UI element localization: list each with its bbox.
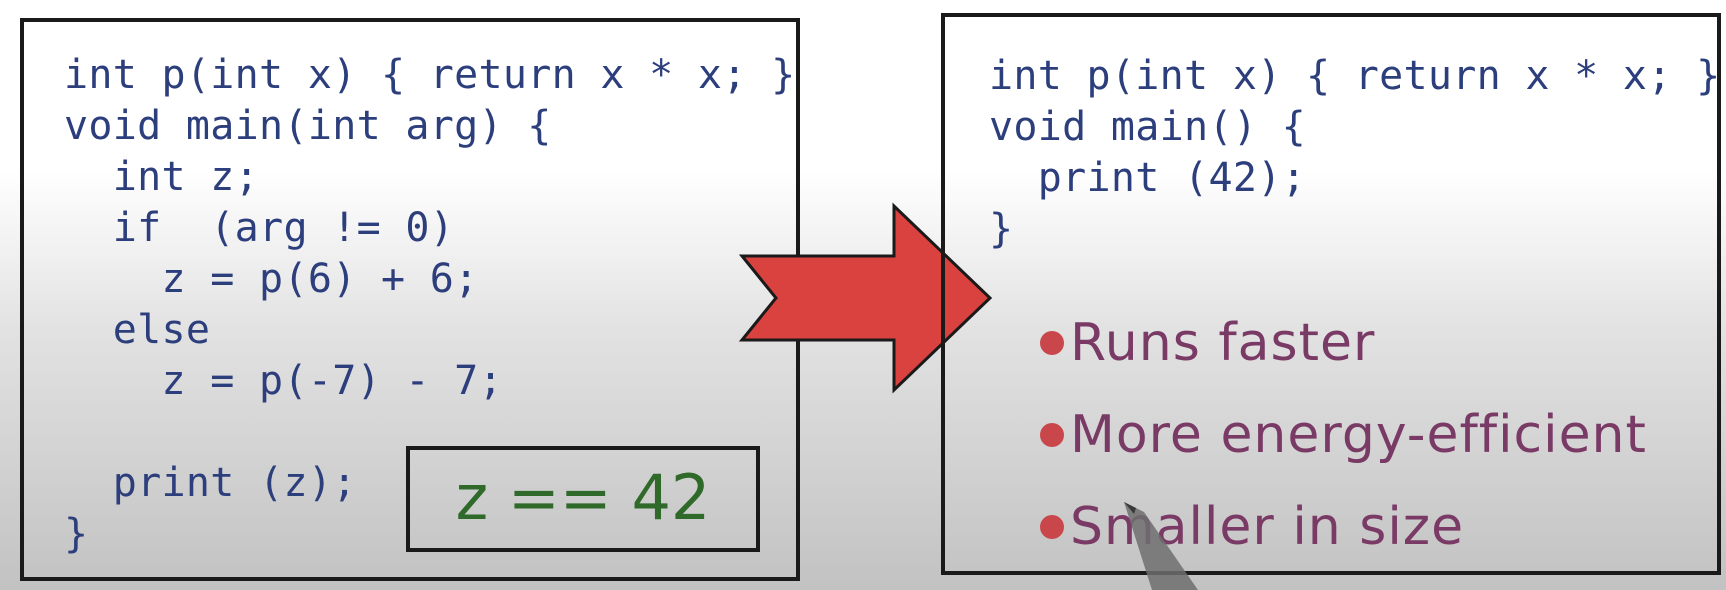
original-program-panel: int p(int x) { return x * x; } void main(… — [20, 18, 800, 581]
bullet-dot-icon — [1040, 423, 1064, 447]
optimized-program-panel: int p(int x) { return x * x; } void main(… — [941, 13, 1721, 575]
result-callout-text: z == 42 — [455, 461, 711, 534]
code-line: z = p(6) + 6; — [64, 256, 479, 302]
code-line: int z; — [64, 154, 260, 200]
code-line: int p(int x) { return x * x; } — [989, 53, 1721, 99]
code-line: z = p(-7) - 7; — [64, 358, 503, 404]
code-line: void main() { — [989, 104, 1306, 150]
code-line: int p(int x) { return x * x; } — [64, 52, 796, 98]
benefit-runs-faster: Runs faster — [1070, 313, 1376, 373]
benefit-energy-efficient: More energy-efficient — [1070, 405, 1647, 465]
code-line: else — [64, 307, 211, 353]
code-line: } — [989, 206, 1014, 252]
benefits-list: Runs faster More energy-efficient Smalle… — [1040, 297, 1647, 573]
optimized-code-block: int p(int x) { return x * x; } void main(… — [989, 51, 1720, 255]
original-code-block: int p(int x) { return x * x; } void main(… — [64, 50, 795, 560]
right-arrow-icon — [738, 202, 993, 394]
result-callout-box: z == 42 — [406, 446, 760, 552]
code-line: print (z); — [64, 460, 357, 506]
code-line: void main(int arg) { — [64, 103, 552, 149]
bullet-dot-icon — [1040, 515, 1064, 539]
pen-pointer-icon — [1124, 502, 1198, 590]
list-item: More energy-efficient — [1040, 389, 1647, 481]
code-line: print (42); — [989, 155, 1306, 201]
code-line: if (arg != 0) — [64, 205, 455, 251]
bullet-dot-icon — [1040, 331, 1064, 355]
code-line: } — [64, 511, 89, 557]
list-item: Runs faster — [1040, 297, 1647, 389]
